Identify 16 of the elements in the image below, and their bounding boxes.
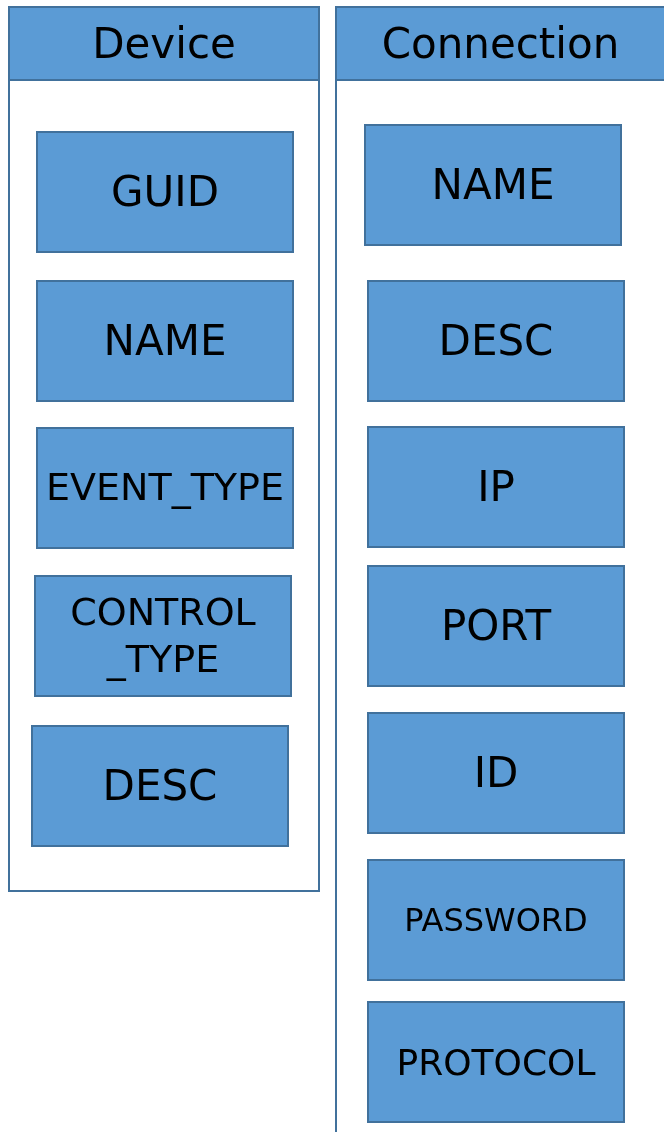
attribute-box: PROTOCOL [367, 1001, 625, 1123]
entity-panel [335, 6, 664, 1132]
attribute-box: PORT [367, 565, 625, 687]
attribute-box: NAME [36, 280, 294, 402]
entity-header: Device [8, 6, 320, 81]
attribute-box: GUID [36, 131, 294, 253]
attribute-box: IP [367, 426, 625, 548]
attribute-box: ID [367, 712, 625, 834]
attribute-box: NAME [364, 124, 622, 246]
entity-panel [8, 6, 320, 892]
attribute-box: CONTROL_TYPE [34, 575, 292, 697]
attribute-box: PASSWORD [367, 859, 625, 981]
attribute-box: DESC [31, 725, 289, 847]
attribute-box: EVENT_TYPE [36, 427, 294, 549]
attribute-box: DESC [367, 280, 625, 402]
entity-header: Connection [335, 6, 664, 81]
